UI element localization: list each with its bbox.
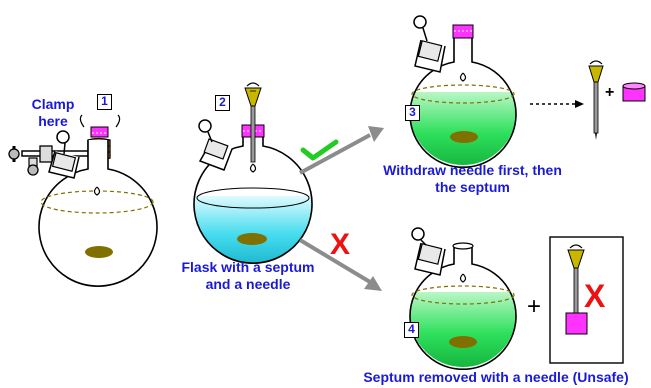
step-3-badge: 3 xyxy=(405,105,420,121)
needle-with-septum-box xyxy=(549,236,624,364)
label-septum-removed-unsafe: Septum removed with a needle (Unsafe) xyxy=(363,369,629,385)
arrow-to-safe xyxy=(299,126,384,175)
label-withdraw-first: Withdraw needle first, then the septum xyxy=(383,162,562,195)
plus-sign-bottom: + xyxy=(527,293,542,320)
flask-3-green xyxy=(409,15,517,169)
withdraw-sequence xyxy=(530,60,646,140)
label-flask-septum-needle: Flask with a septum and a needle xyxy=(181,259,315,292)
step-1-badge: 1 xyxy=(97,94,112,110)
label-clamp-here: Clamp here xyxy=(31,96,75,129)
cross-mark-arrow: X xyxy=(330,228,351,261)
flask-1-empty xyxy=(8,114,158,287)
cross-mark-box: X xyxy=(584,278,606,314)
arrow-to-unsafe xyxy=(298,238,382,291)
flask-2-septum-needle xyxy=(193,82,313,264)
flask-4-green-open xyxy=(409,227,517,371)
check-mark xyxy=(300,139,339,161)
step-2-badge: 2 xyxy=(215,95,230,111)
step-4-badge: 4 xyxy=(404,322,419,338)
plus-sign-top: + xyxy=(605,84,615,101)
